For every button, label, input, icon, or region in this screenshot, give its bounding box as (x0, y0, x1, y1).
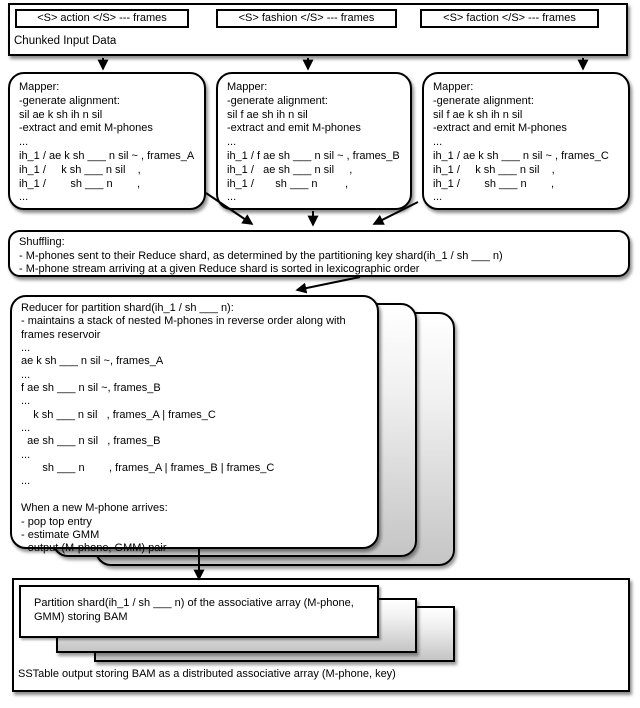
mapper-box-a: Mapper: -generate alignment: sil ae k sh… (8, 72, 206, 210)
mapper-a-text: Mapper: -generate alignment: sil ae k sh… (19, 81, 195, 204)
shuffling-box: Shuffling: - M-phones sent to their Redu… (8, 230, 630, 277)
mapper-box-b: Mapper: -generate alignment: sil f ae sh… (216, 72, 412, 210)
chunk-fashion: <S> fashion </S> --- frames (216, 9, 397, 28)
reducer-box: Reducer for partition shard(ih_1 / sh __… (10, 295, 379, 554)
chunk-action: <S> action </S> --- frames (15, 9, 189, 28)
reducer-text: Reducer for partition shard(ih_1 / sh __… (21, 302, 346, 555)
sstable-caption: SSTable output storing BAM as a distribu… (18, 668, 396, 680)
mapper-c-text: Mapper: -generate alignment: sil f ae k … (433, 81, 609, 204)
arrow-shuffle-to-reducer (295, 276, 361, 294)
chunked-input-caption: Chunked Input Data (14, 35, 117, 47)
partition-box: Partition shard(ih_1 / sh ___ n) of the … (19, 585, 379, 638)
chunk-faction: <S> faction </S> --- frames (420, 9, 599, 28)
mapper-b-text: Mapper: -generate alignment: sil f ae sh… (227, 81, 400, 204)
partition-text: Partition shard(ih_1 / sh ___ n) of the … (34, 597, 354, 623)
mapper-box-c: Mapper: -generate alignment: sil f ae k … (422, 72, 630, 210)
shuffling-text: Shuffling: - M-phones sent to their Redu… (19, 236, 503, 276)
